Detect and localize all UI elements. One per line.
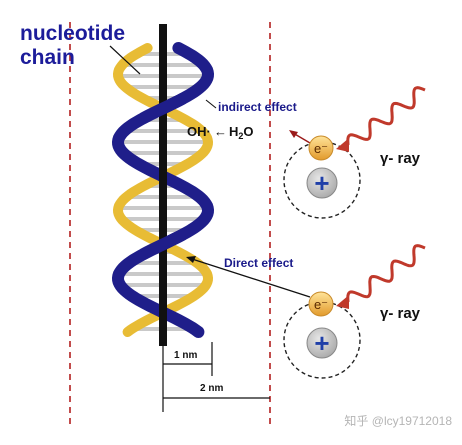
scale-label-2nm: 2 nm (200, 383, 223, 394)
gamma-ray-label-top: γ- ray (380, 150, 421, 167)
proton-plus-bottom: + (314, 328, 329, 358)
proton-top (306, 167, 338, 199)
gamma-ray-arrowhead-bottom (336, 295, 349, 309)
dna-double-helix (111, 24, 215, 346)
proton-plus-top: + (314, 168, 329, 198)
electron-bottom (308, 291, 334, 317)
helix-axis-rod (159, 24, 167, 346)
gamma-ray-arrowhead-top (336, 138, 349, 152)
hydroxyl-label: OH· (187, 124, 211, 139)
indirect-effect-label: indirect effect (218, 100, 297, 114)
blue-strand-front-crossing (140, 93, 186, 124)
blue-strand-front-crossing (140, 229, 186, 260)
gold-strand (112, 43, 214, 337)
reaction-arrow: ← (214, 124, 227, 139)
scale-label-1nm: 1 nm (174, 350, 197, 361)
electron-label-bottom: e⁻ (314, 297, 328, 312)
gamma-ray-wave-top (346, 86, 426, 146)
indirect-pointer-line (205, 99, 217, 109)
gamma-ray-label-bottom: γ- ray (380, 305, 421, 322)
electron-to-water-arrowhead (289, 130, 298, 138)
title-pointer-line (109, 45, 141, 75)
direct-effect-arrow (191, 258, 311, 298)
water-label: H2O (229, 124, 254, 141)
direct-effect-label: Direct effect (224, 256, 293, 270)
direct-effect-arrowhead (186, 256, 196, 263)
title-line-2: chain (20, 46, 75, 69)
electron-top (308, 135, 334, 161)
proton-bottom (306, 327, 338, 359)
gamma-ray-wave-bottom (346, 244, 426, 303)
blue-strand (111, 42, 215, 338)
watermark: 知乎 @lcy19712018 (344, 414, 452, 428)
title-line-1: nucleotide (20, 22, 125, 45)
electron-label-top: e⁻ (314, 141, 328, 156)
